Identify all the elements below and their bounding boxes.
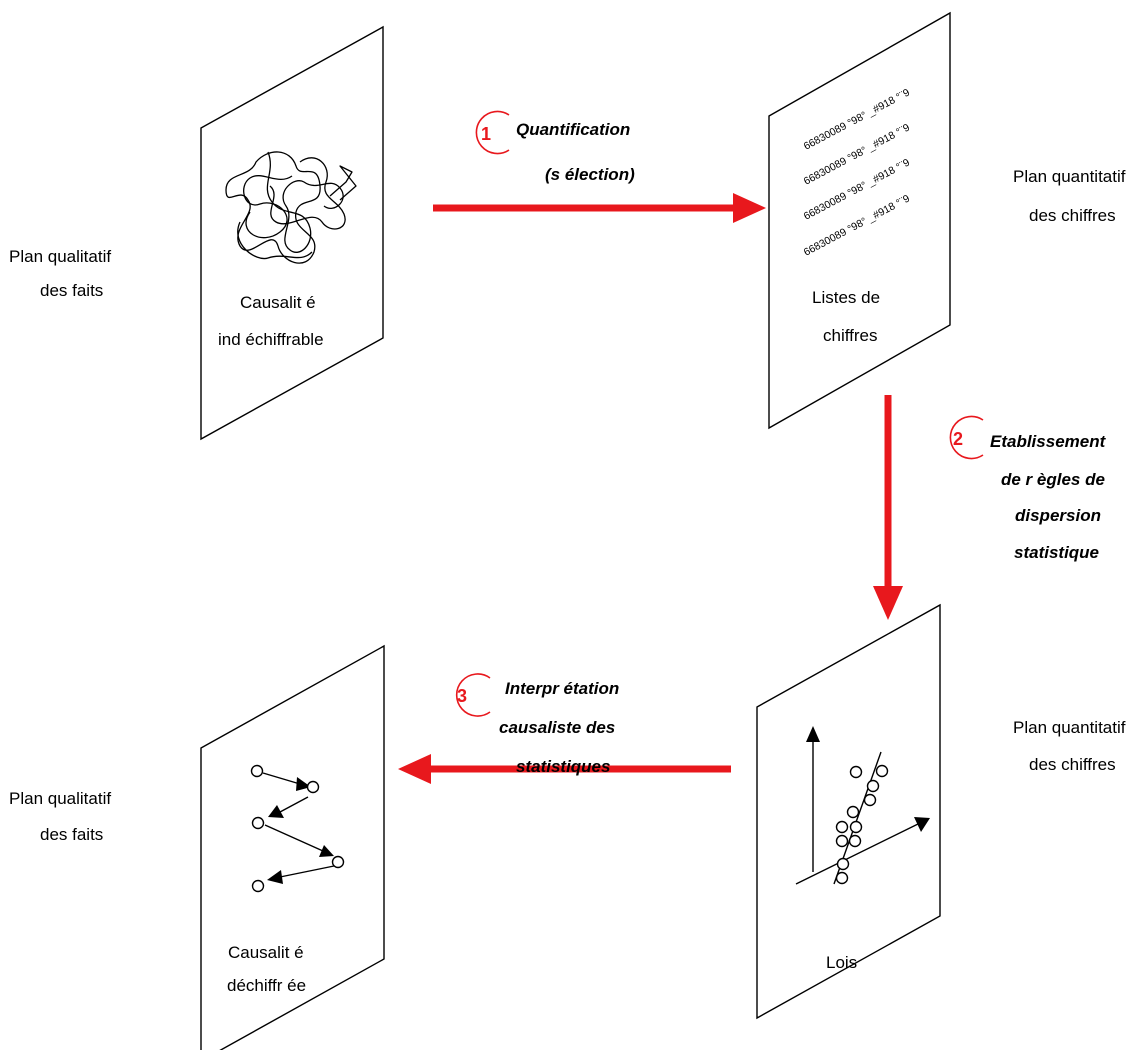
- step3-number: 3: [457, 686, 467, 706]
- panel-bottom-left-line1: Causalit é: [228, 943, 304, 962]
- side-labels: Plan qualitatif des faits Plan quantitat…: [9, 167, 1126, 844]
- side-label-top-right-2: des chiffres: [1029, 206, 1116, 225]
- step2-number: 2: [953, 429, 963, 449]
- panel-bottom-right: Lois: [756, 603, 941, 1020]
- step3-line1: Interpr étation: [505, 679, 619, 698]
- panel-bottom-left-line2: déchiffr ée: [227, 976, 306, 995]
- panel-bottom-right-line1: Lois: [826, 953, 857, 972]
- side-label-top-left-1: Plan qualitatif: [9, 247, 111, 266]
- step3-number-badge: [455, 673, 491, 717]
- side-label-top-left-2: des faits: [40, 281, 103, 300]
- panel-top-right-frame: [768, 11, 951, 430]
- scatter-plot-icon: [795, 726, 930, 885]
- arrow-step1: [433, 193, 766, 223]
- arrow-step3: [398, 754, 731, 784]
- panel-top-left-frame: [200, 25, 384, 441]
- step3-line2: causaliste des: [499, 718, 615, 737]
- step2-line2: de r ègles de: [1001, 470, 1105, 489]
- step1-number: 1: [481, 124, 491, 144]
- panel-top-left: Causalit é ind échiffrable: [200, 25, 384, 441]
- causal-chain-icon: [250, 764, 345, 893]
- panel-top-right: 66830089 °98° _#918 °¨9 66830089 °98° _#…: [768, 11, 951, 430]
- side-label-bottom-right-2: des chiffres: [1029, 755, 1116, 774]
- panel-bottom-left: Causalit é déchiffr ée: [200, 644, 385, 1050]
- step1: 1 Quantification (s élection): [475, 110, 635, 184]
- step1-number-badge: [475, 110, 510, 155]
- arrow-step2: [873, 395, 903, 620]
- side-label-bottom-left-1: Plan qualitatif: [9, 789, 111, 808]
- panel-top-right-line1: Listes de: [812, 288, 880, 307]
- step2-line4: statistique: [1014, 543, 1099, 562]
- step1-line2: (s élection): [545, 165, 635, 184]
- tangle-icon: [225, 151, 357, 264]
- side-label-top-right-1: Plan quantitatif: [1013, 167, 1126, 186]
- step1-line1: Quantification: [516, 120, 630, 139]
- step3-line3: statistiques: [516, 757, 610, 776]
- panel-top-right-line2: chiffres: [823, 326, 878, 345]
- side-label-bottom-left-2: des faits: [40, 825, 103, 844]
- step2-line3: dispersion: [1015, 506, 1101, 525]
- step2-number-badge: [949, 415, 984, 460]
- step2-line1: Etablissement: [990, 432, 1107, 451]
- panel-bottom-left-frame: [200, 644, 385, 1050]
- side-label-bottom-right-1: Plan quantitatif: [1013, 718, 1126, 737]
- panel-top-left-line1: Causalit é: [240, 293, 316, 312]
- step2: 2 Etablissement de r ègles de dispersion…: [949, 415, 1107, 562]
- panel-top-left-line2: ind échiffrable: [218, 330, 324, 349]
- step3: 3 Interpr étation causaliste des statist…: [455, 673, 619, 776]
